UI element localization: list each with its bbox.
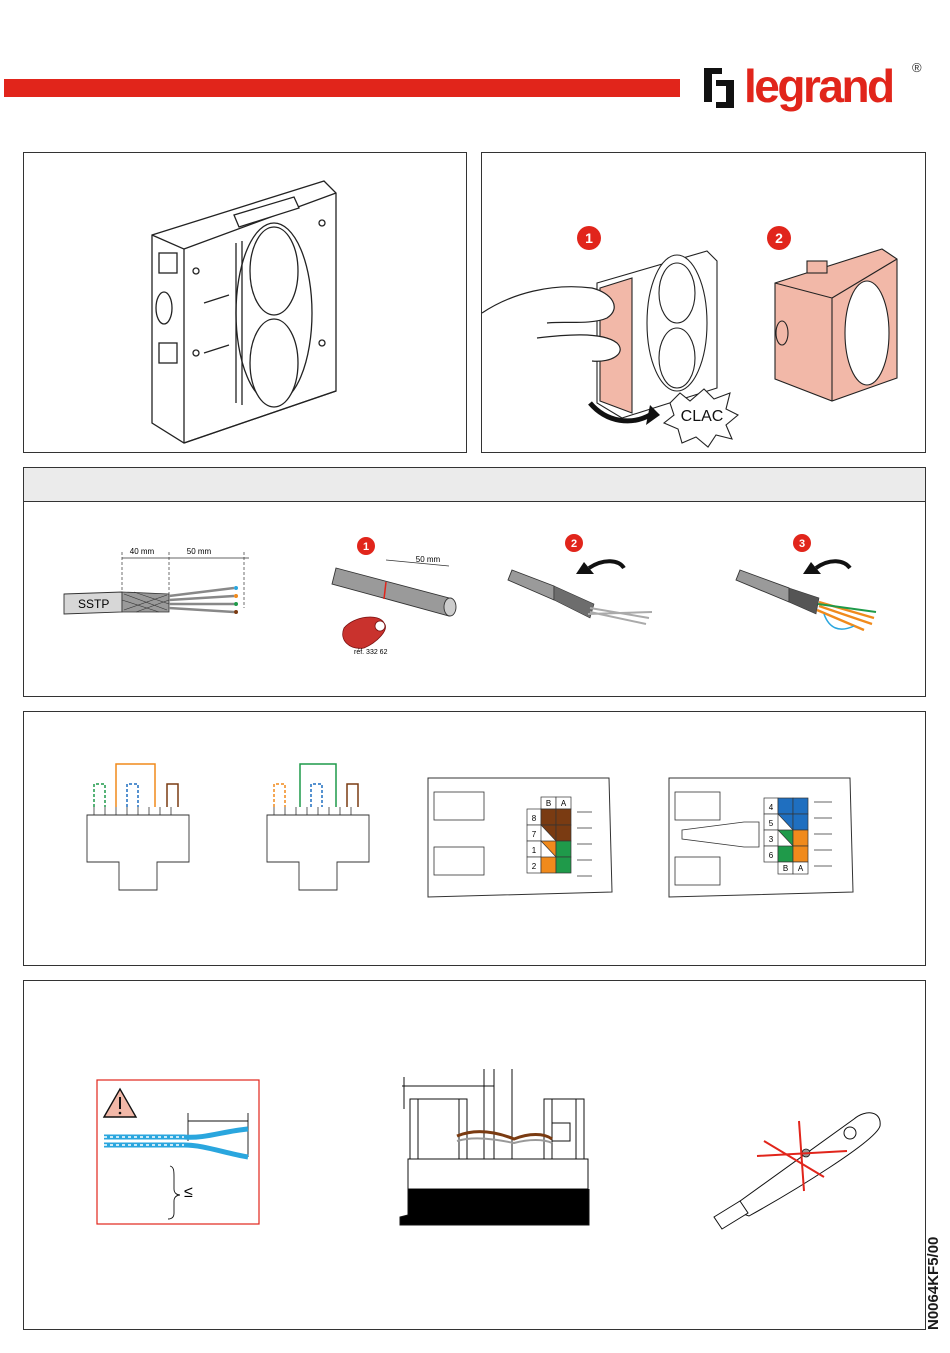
panel-module-frame	[23, 152, 467, 453]
wiring-illustration: B A 8 7 1 2	[24, 712, 927, 967]
cable-step3-number: 3	[799, 538, 805, 550]
brand-name: legrand	[744, 58, 893, 114]
sstp-cable-label: SSTP	[78, 597, 109, 611]
block1-row-2: 7	[532, 830, 537, 839]
cable-step1-dim-label: 50 mm	[416, 555, 441, 564]
panel-termination: ≤	[23, 980, 926, 1330]
cable-preparation-illustration: 40 mm 50 mm SSTP 1 50 mm réf. 332 62 2	[24, 468, 927, 698]
legrand-logo: legrand ®	[700, 58, 935, 114]
block1-row-3: 1	[532, 846, 537, 855]
block2-row-3: 3	[769, 835, 774, 844]
rj45-t568a-diagram	[87, 764, 189, 890]
cable-step2-number: 2	[571, 538, 577, 550]
panel-clip-in: 1 2 CLAC	[481, 152, 926, 453]
legrand-logo-icon	[700, 62, 740, 112]
mount-step1-number: 1	[585, 230, 593, 246]
punch-down-tool-crossed	[714, 1113, 880, 1229]
block2-column-a: A	[798, 864, 804, 873]
mount-step2-number: 2	[775, 230, 783, 246]
block1-row-4: 2	[532, 862, 537, 871]
connector-block-1: B A 8 7 1 2	[428, 778, 612, 897]
cable-step1-number: 1	[363, 541, 369, 553]
panel-wiring: B A 8 7 1 2	[23, 711, 926, 966]
dim-shield-label: 40 mm	[130, 547, 155, 556]
connector-block-2: 4 5 3 6 B A	[669, 778, 853, 897]
brand-registered-mark: ®	[912, 60, 922, 75]
termination-cross-section	[400, 1069, 589, 1225]
dim-pairs-label: 50 mm	[187, 547, 212, 556]
block1-column-a: A	[561, 799, 567, 808]
block2-row-4: 6	[769, 851, 774, 860]
rj45-t568b-diagram	[267, 764, 369, 890]
document-reference: N0064KF5/00	[921, 1230, 950, 1330]
document-reference-text: N0064KF5/00	[925, 1230, 942, 1330]
clac-sound-label: CLAC	[681, 408, 724, 425]
termination-illustration: ≤	[24, 981, 927, 1331]
block1-row-1: 8	[532, 814, 537, 823]
leq-symbol: ≤	[184, 1184, 193, 1201]
header-red-bar	[4, 79, 680, 97]
module-frame-illustration	[24, 153, 468, 454]
block2-row-2: 5	[769, 819, 774, 828]
block2-row-1: 4	[769, 803, 774, 812]
block1-column-b: B	[546, 799, 551, 808]
panel-cable-preparation: 40 mm 50 mm SSTP 1 50 mm réf. 332 62 2	[23, 467, 926, 697]
clip-in-illustration: 1 2 CLAC	[482, 153, 927, 454]
block2-column-b: B	[783, 864, 788, 873]
stripping-tool-ref: réf. 332 62	[354, 649, 388, 656]
